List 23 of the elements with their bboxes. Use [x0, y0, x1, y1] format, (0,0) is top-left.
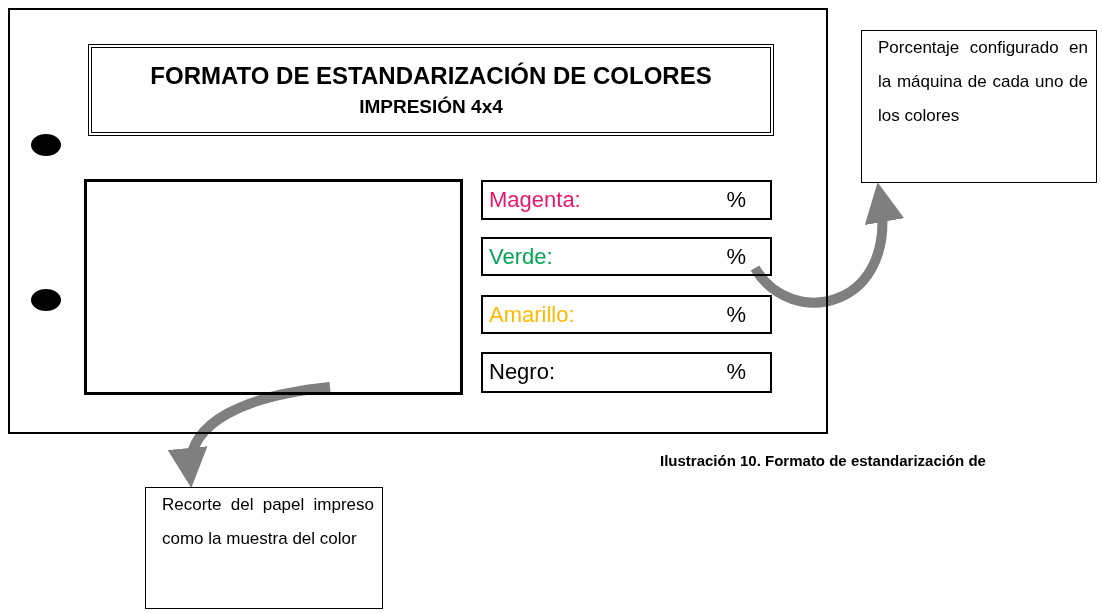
callout-text: Recorte del papel impreso como la muestra del color: [162, 494, 374, 550]
color-name: Magenta:: [489, 187, 581, 213]
callout-box: [861, 30, 1097, 183]
percent-sign: %: [726, 359, 746, 385]
percentage-field: [481, 180, 772, 220]
caption: Ilustración 10. Formato de estandarización de: [660, 452, 986, 469]
callout-box: [145, 487, 383, 609]
sample-box: [84, 179, 463, 395]
percent-sign: %: [726, 244, 746, 270]
percent-sign: %: [726, 302, 746, 328]
curved-arrow: [750, 182, 903, 308]
form-card: [8, 8, 828, 434]
title-text: FORMATO DE ESTANDARIZACIÓN DE COLORES: [150, 62, 712, 90]
subtitle-text: IMPRESIÓN 4x4: [359, 96, 503, 118]
percent-sign: %: [726, 187, 746, 213]
color-name: Verde:: [489, 244, 553, 270]
title-box: [88, 44, 774, 136]
color-name: Negro:: [489, 359, 556, 385]
percentage-field: [481, 295, 772, 334]
percentage-field: [481, 352, 772, 393]
color-name: Amarillo:: [489, 302, 575, 328]
percentage-field: [481, 237, 772, 276]
callout-text: Porcentaje configurado en la máquina de cada uno de los colores: [878, 37, 1088, 127]
